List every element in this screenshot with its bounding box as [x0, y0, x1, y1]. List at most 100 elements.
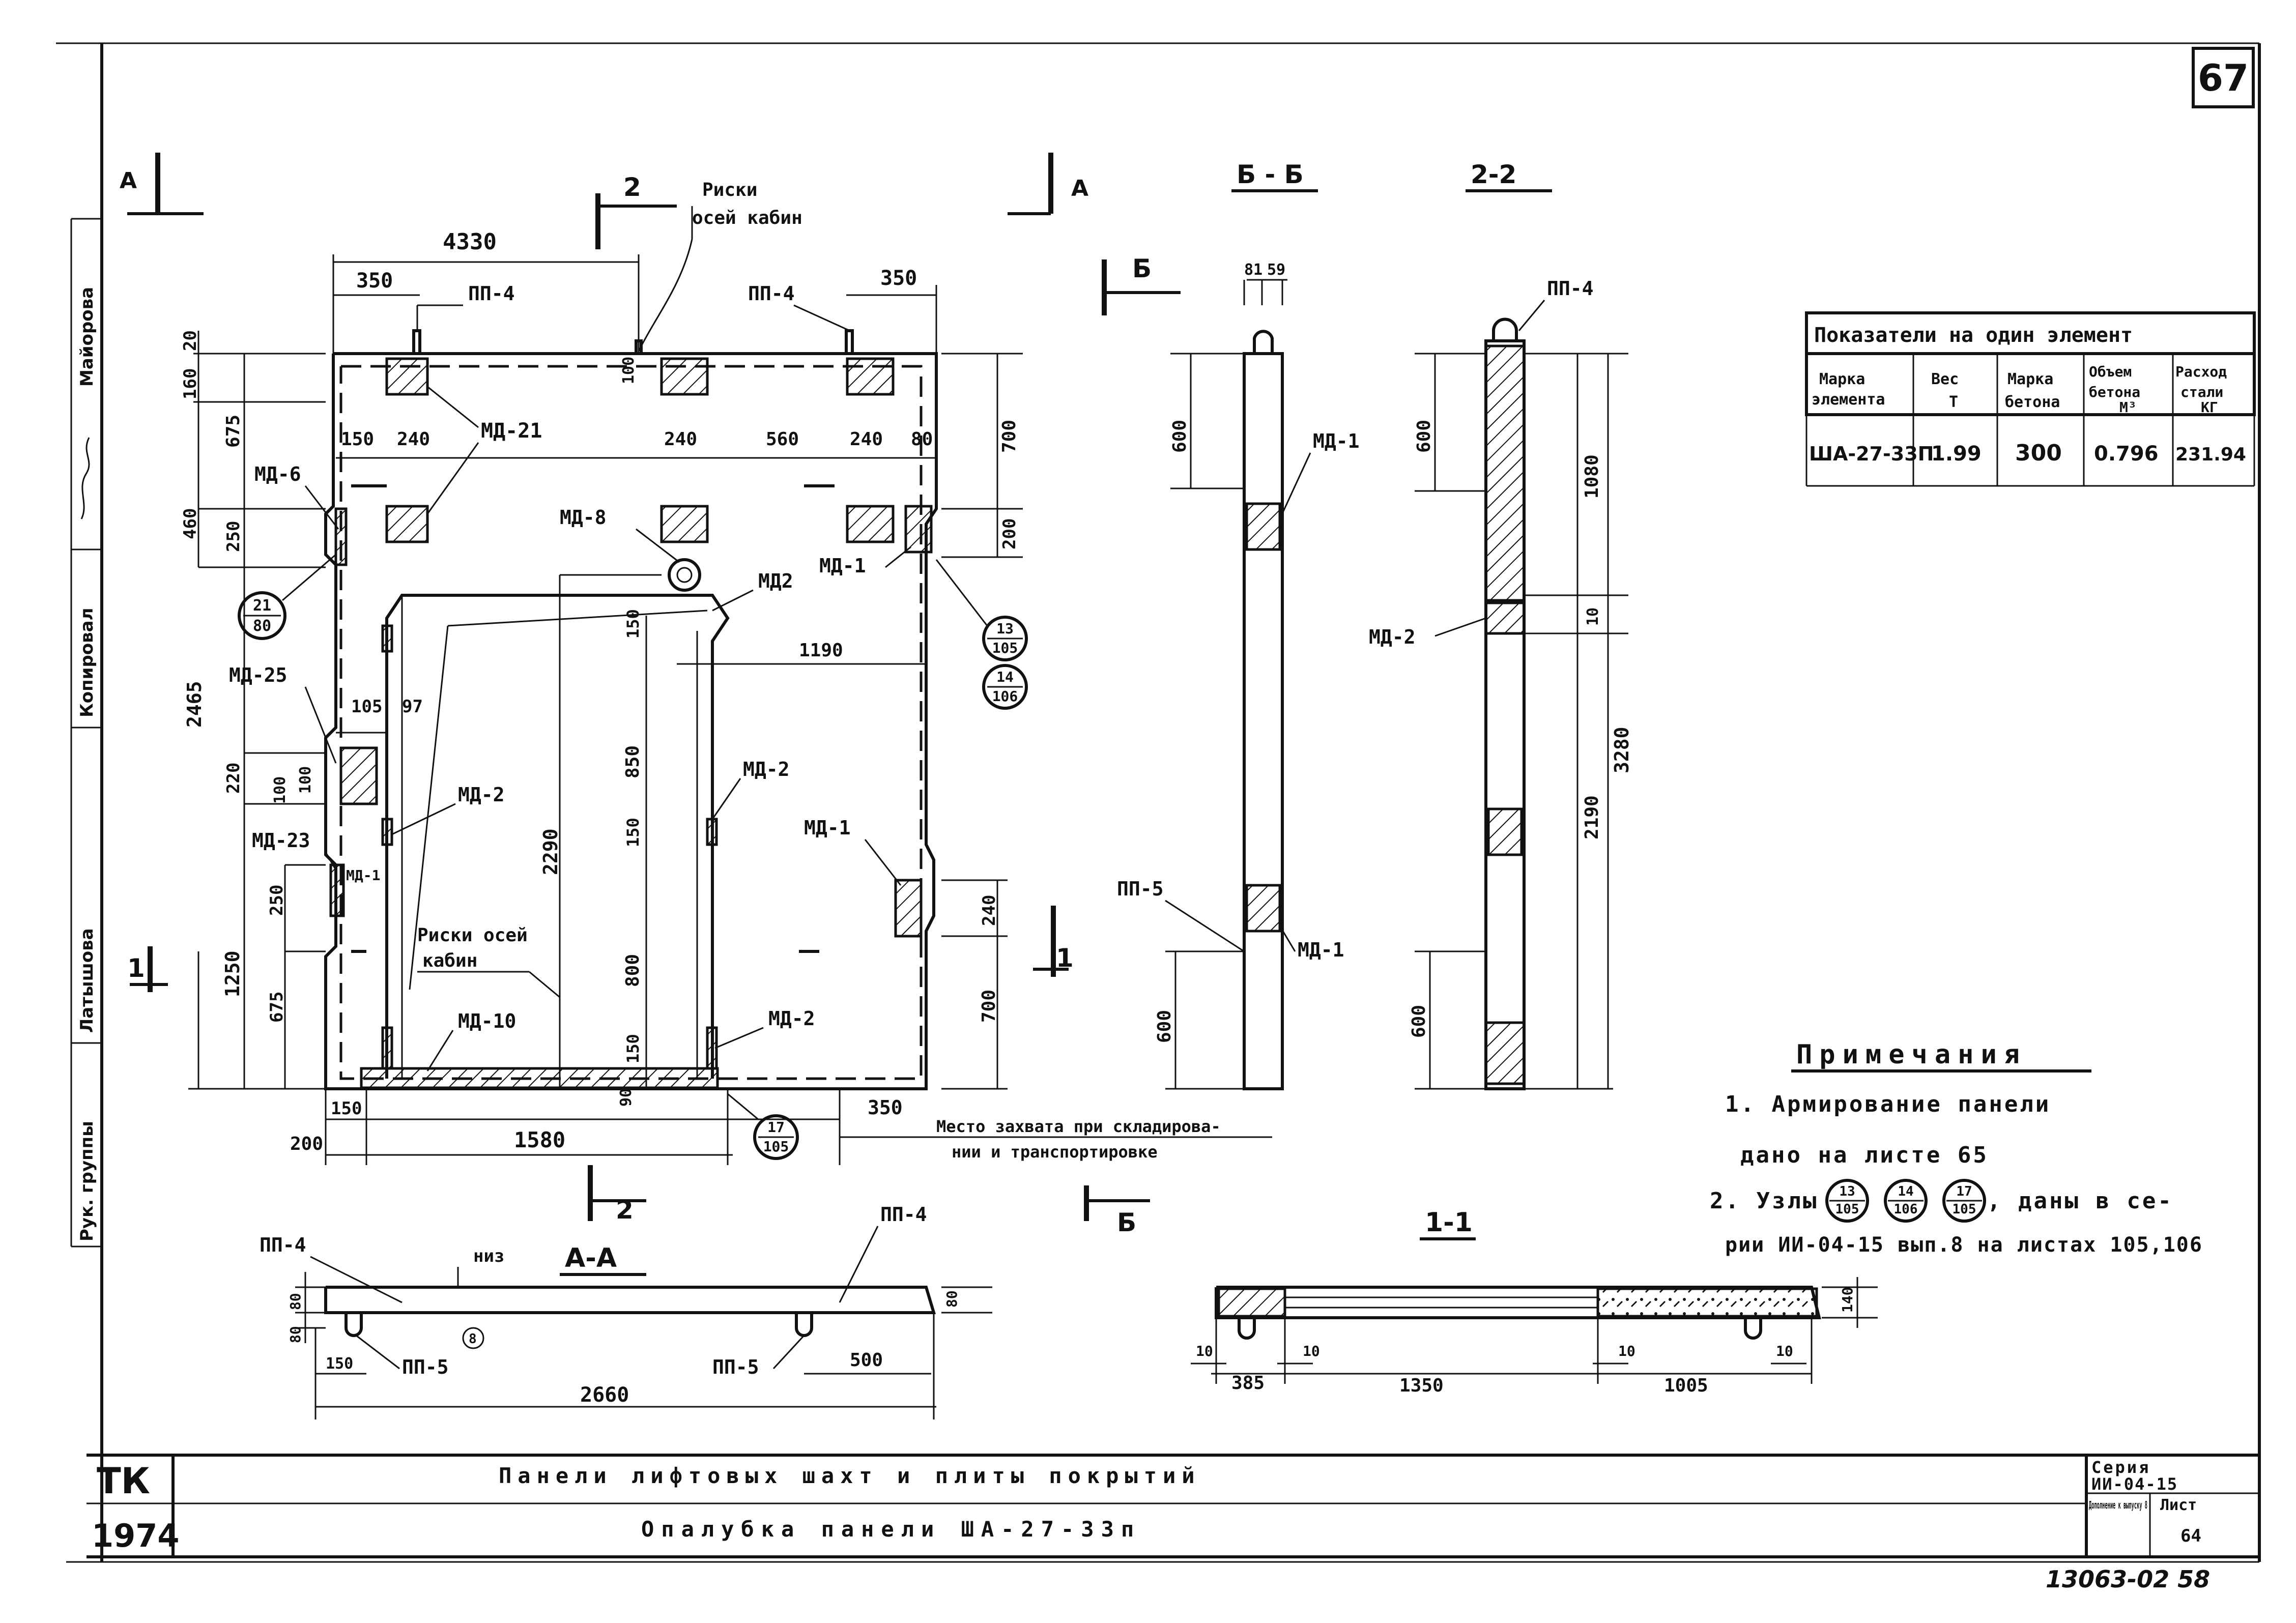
label-md2-mid-left: МД-2 [458, 784, 505, 806]
dim-240-c: 240 [850, 429, 883, 450]
section-11-body [1215, 1286, 1821, 1319]
note-line-2: дано на листе 65 [1740, 1142, 1989, 1168]
th-obem-1: Объем [2089, 363, 2132, 380]
svg-text:13: 13 [996, 620, 1014, 637]
label-aa-pp4a: ПП-4 [260, 1234, 306, 1256]
indicators-table: Показатели на один элемент Марка элемент… [1805, 311, 2256, 487]
elevation-dim-labels: 4330 350 350 150 240 240 560 240 80 160 … [180, 229, 1020, 1154]
tb-issue-label: Дополнение к выпуску 8 [2089, 1499, 2147, 1511]
tb-left-bottom: 1974 [92, 1517, 180, 1554]
label-md25: МД-25 [229, 664, 287, 686]
side-stamp: Рук. группы Латышова Копировал Майорова [77, 287, 97, 1241]
label-aa-niz: низ [473, 1246, 504, 1266]
tb-title-main: Панели лифтовых шахт и плиты покрытий [499, 1463, 1201, 1488]
dim-11-10d: 10 [1776, 1343, 1793, 1359]
svg-text:105: 105 [1953, 1202, 1976, 1217]
dim-150-b: 150 [623, 609, 643, 639]
label-22-md2: МД-2 [1369, 626, 1416, 648]
label-bb-md1a: МД-1 [1313, 430, 1360, 452]
note-transport-2: нии и транспортировке [952, 1142, 1158, 1162]
plate-md6 [334, 507, 348, 566]
mark-a-right: А [1071, 176, 1088, 201]
th-obem-3: М³ [2119, 399, 2137, 416]
dim-350-c: 350 [868, 1096, 903, 1119]
dim-aa-2660: 2660 [580, 1383, 629, 1407]
td-marka: ША-27-33П [1809, 443, 1934, 465]
note-transport-1: Место захвата при складирова- [936, 1117, 1221, 1136]
dim-11-1005: 1005 [1664, 1375, 1708, 1396]
dim-11-10c: 10 [1618, 1343, 1635, 1359]
label-md1-top: МД-1 [819, 555, 866, 577]
label-riski-bottom-2: кабин [422, 950, 477, 971]
elevation-labels: ПП-4 ПП-4 МД-21 МД-6 МД-8 МД2 МД-1 МД-25… [229, 180, 1221, 1162]
tb-title-sub: Опалубка панели ША-27-33п [641, 1517, 1141, 1542]
dim-675-b: 675 [267, 992, 287, 1023]
dim-675-a: 675 [223, 415, 244, 448]
th-rashod-3: КГ [2201, 399, 2218, 416]
section-bb: Б - Б 81 59 600 600 МД-1 ПП-5 МД-1 [1117, 160, 1360, 1090]
section-aa: А-А ПП-4 ПП-4 низ ПП-5 ПП-5 80 80 80 150… [260, 1203, 992, 1419]
dim-11-10b: 10 [1303, 1343, 1320, 1359]
td-ves: 1.99 [1931, 442, 1982, 466]
dim-10: 10 [1584, 607, 1602, 626]
note-callout-17-105: 17 105 [1942, 1179, 1986, 1223]
label-22-pp4: ПП-4 [1547, 277, 1594, 300]
bottom-code: 13063-02 58 [2046, 1566, 2210, 1593]
th-marka-2: элемента [1812, 391, 1885, 409]
tb-sheet-value: 64 [2180, 1526, 2201, 1546]
plate-md2-r1 [706, 818, 718, 846]
svg-text:106: 106 [1894, 1202, 1918, 1217]
dim-81: 81 [1244, 261, 1262, 279]
section-11: 1-1 140 385 1350 1005 10 10 10 10 [1191, 1207, 1878, 1396]
plate-md2-l1 [381, 624, 393, 653]
label-aa-pp5b: ПП-5 [712, 1356, 759, 1378]
th-rashod-2: стали [2180, 384, 2223, 400]
dim-2190: 2190 [1582, 795, 1602, 839]
section-bb-body [1243, 352, 1284, 1090]
plate-md21-b [660, 357, 709, 396]
section-aa-body [324, 1286, 936, 1314]
label-md23: МД-23 [252, 829, 310, 852]
label-aa-pp5a: ПП-5 [402, 1356, 449, 1378]
dim-97: 97 [402, 697, 423, 717]
svg-text:105: 105 [1835, 1202, 1859, 1217]
svg-text:17: 17 [767, 1119, 785, 1136]
mark-1-left: 1 [127, 953, 145, 983]
dim-2290: 2290 [539, 828, 562, 875]
note-line-1: 1. Армирование панели [1725, 1091, 2051, 1117]
svg-text:105: 105 [763, 1138, 789, 1155]
label-aa-pp4b: ПП-4 [880, 1203, 927, 1226]
td-beton: 300 [2015, 440, 2062, 466]
dim-90: 90 [617, 1088, 635, 1107]
table-title: Показатели на один элемент [1814, 324, 2133, 347]
svg-text:13: 13 [1839, 1184, 1855, 1199]
note-line-4: , даны в се- [1987, 1188, 2173, 1214]
mark-2-bottom: 2 [616, 1195, 634, 1225]
notes-title: Примечания [1796, 1039, 2027, 1070]
plate-md1-right [894, 879, 923, 938]
plate-md21-f [846, 505, 895, 543]
tb-series-label: Серия [2091, 1458, 2150, 1477]
dim-200-b: 200 [290, 1134, 323, 1154]
th-ves-2: Т [1949, 393, 1958, 411]
dim-2465: 2465 [183, 681, 206, 728]
door-opening [385, 594, 730, 1079]
dim-250-a: 250 [223, 521, 244, 552]
section-aa-title: А-А [565, 1243, 617, 1273]
dim-aa-80b: 80 [287, 1326, 304, 1343]
label-bb-md1b: МД-1 [1298, 939, 1344, 961]
dim-1580: 1580 [514, 1127, 565, 1152]
dim-700-b: 700 [979, 990, 999, 1023]
section-22: 2-2 ПП-4 МД-2 600 1080 10 3280 2190 600 [1369, 160, 1633, 1090]
dim-1190: 1190 [799, 640, 843, 661]
mark-2-top: 2 [623, 172, 641, 202]
section-22-title: 2-2 [1471, 160, 1516, 189]
tb-left-top: ТК [97, 1460, 150, 1502]
dim-150-e: 150 [331, 1098, 362, 1119]
th-marka-1: Марка [1819, 370, 1865, 388]
dim-600-b: 600 [1154, 1010, 1175, 1043]
note-line-5: рии ИИ-04-15 вып.8 на листах 105,106 [1725, 1233, 2203, 1257]
dim-100: 100 [620, 357, 638, 384]
label-pp4-a: ПП-4 [468, 282, 515, 305]
panel-contour [324, 352, 938, 1090]
